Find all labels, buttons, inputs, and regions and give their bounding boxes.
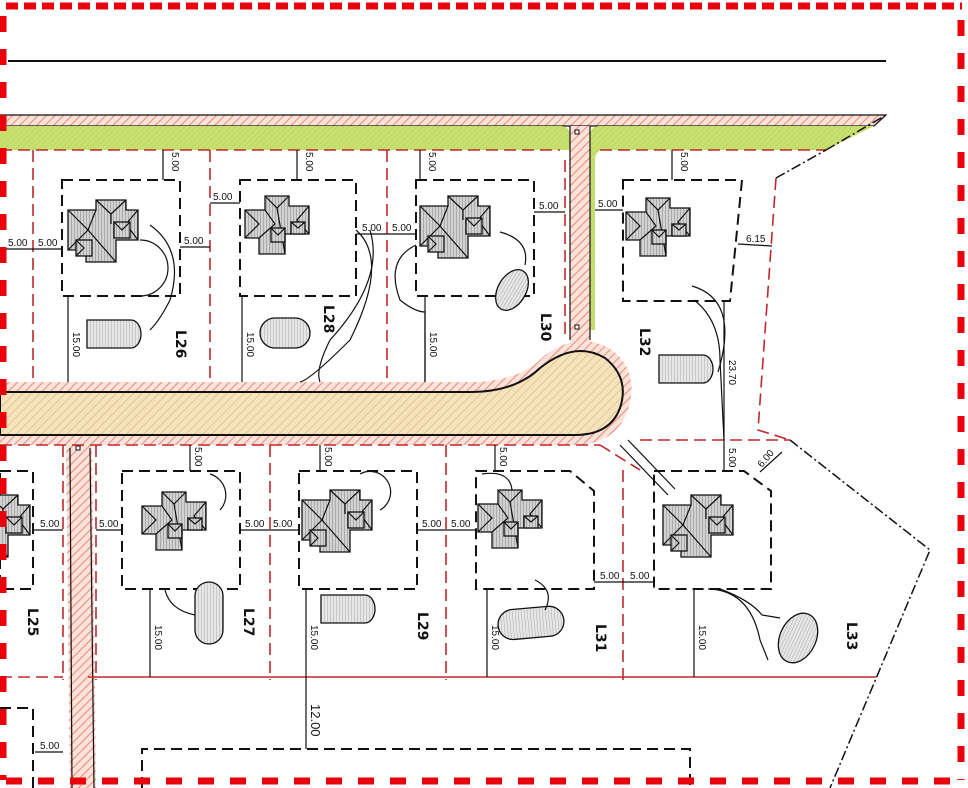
side-road	[66, 445, 96, 788]
lot-lines-bottom	[0, 444, 876, 680]
lot-label-l32: L32	[636, 328, 652, 356]
green-strip-right	[590, 126, 874, 330]
dim-l30-rear: 15.00	[427, 332, 438, 357]
dim-l27-left: 5.00	[99, 519, 119, 530]
dim-l30-left: 5.00	[392, 223, 412, 234]
house-l30	[419, 195, 491, 259]
dim-l29-rear: 15.00	[308, 625, 319, 650]
dim-l27-front: 5.00	[192, 447, 203, 467]
driveways	[139, 224, 781, 661]
lot-label-l25: L25	[24, 608, 40, 636]
pool-l27	[194, 581, 224, 645]
dim-l28-front: 5.00	[303, 152, 314, 172]
dim-l24-side: 5.00	[8, 238, 28, 249]
dim-l28-rear: 15.00	[244, 332, 255, 357]
top-sidewalk	[0, 114, 888, 127]
road-carriageway	[0, 350, 624, 436]
pool-l33	[777, 612, 819, 664]
house-l29	[301, 489, 373, 553]
dim-l26-right: 5.00	[184, 236, 204, 247]
building-envelopes	[0, 179, 772, 788]
dim-l26-front: 5.00	[169, 152, 180, 172]
dim-l32-depth: 23.70	[726, 360, 737, 385]
dim-l29-front: 5.00	[322, 447, 333, 467]
lot-lines-top	[0, 149, 826, 441]
house-l31	[477, 489, 543, 549]
lot-label-l26: L26	[172, 330, 188, 358]
dim-l30-right: 5.00	[539, 201, 559, 212]
pool-l31	[497, 605, 565, 641]
dim-l26-left: 5.00	[38, 238, 58, 249]
house-l28	[244, 195, 310, 255]
dim-l31-right: 5.00	[600, 571, 620, 582]
house-l32	[625, 197, 691, 257]
dim-l32-side: 6.15	[746, 234, 766, 245]
house-l26	[67, 199, 139, 263]
dimension-lines	[5, 150, 783, 753]
dim-l28-right: 5.00	[362, 223, 382, 234]
dim-l25-right: 5.00	[40, 519, 60, 530]
house-l33	[662, 494, 734, 558]
dimension-labels: 5.00 5.00 5.00 5.00 5.00 5.00 5.00 5.00 …	[8, 152, 777, 752]
dim-l32-left: 5.00	[598, 199, 618, 210]
dim-l33-left: 5.00	[630, 571, 650, 582]
dim-l33-front: 5.00	[726, 448, 737, 468]
dim-l29-left: 5.00	[273, 519, 293, 530]
green-strip-left	[0, 126, 570, 150]
lot-label-l29: L29	[414, 612, 430, 640]
dim-bottom-offset: 12.00	[308, 704, 323, 737]
dim-l31-rear: 15.00	[489, 625, 500, 650]
lot-label-l33: L33	[843, 622, 859, 650]
lot-label-l31: L31	[592, 624, 608, 652]
pool-l29	[320, 594, 376, 624]
dim-l28-left: 5.00	[213, 192, 233, 203]
dim-l32-front: 5.00	[678, 152, 689, 172]
dim-l29-right: 5.00	[422, 519, 442, 530]
dim-l31-left: 5.00	[451, 519, 471, 530]
footpath-vertical	[570, 126, 590, 346]
dim-l30-front: 5.00	[426, 152, 437, 172]
pool-l26	[86, 319, 142, 349]
dim-l31-front: 5.00	[497, 447, 508, 467]
dim-l27-right: 5.00	[245, 519, 265, 530]
dim-l26-rear: 15.00	[70, 332, 81, 357]
house-l27	[141, 491, 207, 551]
pool-l30	[494, 269, 530, 311]
lot-label-l30: L30	[537, 313, 553, 342]
lot-label-l28: L28	[320, 305, 336, 333]
dim-l33-rear: 15.00	[696, 625, 707, 650]
pool-l28	[259, 317, 311, 349]
lot-labels: L26 L28 L30 L32 L25 L27 L29 L31 L33	[24, 305, 859, 652]
dim-l27-rear: 15.00	[152, 625, 163, 650]
dim-bottom-left: 5.00	[40, 741, 60, 752]
pool-l32	[658, 354, 714, 384]
lot-label-l27: L27	[240, 608, 256, 636]
